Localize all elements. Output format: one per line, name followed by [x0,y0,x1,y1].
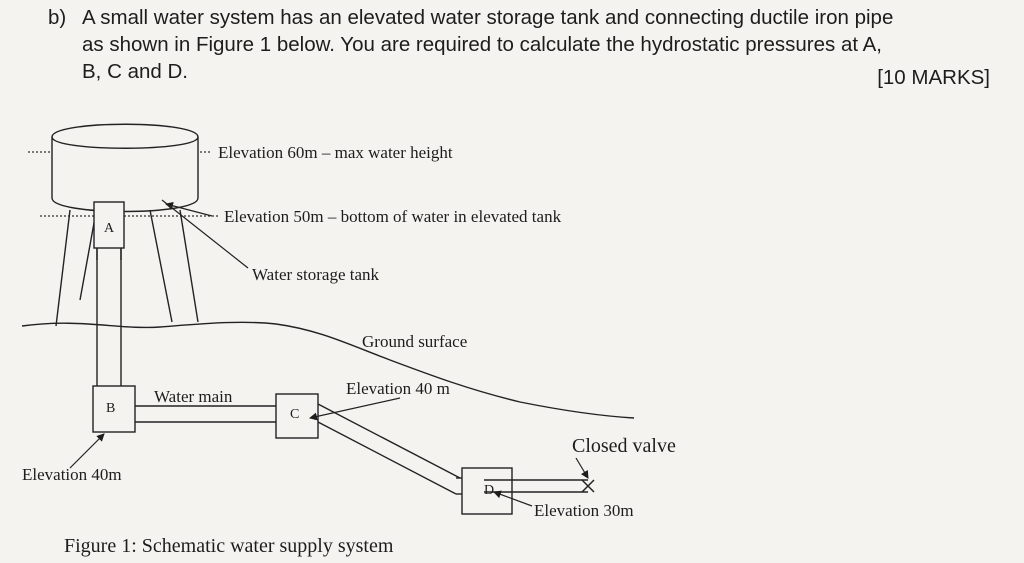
tank-pointer-line [161,199,249,269]
question-line-2: as shown in Figure 1 below. You are requ… [82,33,882,56]
point-b-label: B [106,401,115,416]
elevation-c-arrow [309,397,401,421]
figure-caption: Figure 1: Schematic water supply system [64,535,394,557]
bottom-water-arrow [165,201,213,217]
closed-valve-label: Closed valve [572,435,676,457]
elevation-b-arrow [69,433,105,469]
ground-surface-label: Ground surface [362,332,467,351]
elevation-d-arrow [493,490,533,507]
question-part-label: b) [48,6,67,29]
point-a-box [93,201,125,249]
point-d-box [461,467,513,515]
tank-support-legs [55,209,199,327]
closed-valve-icon [581,479,595,493]
elevation-d-label: Elevation 30m [534,501,634,520]
water-main-label: Water main [154,387,233,406]
water-main-pipe [135,405,276,423]
water-storage-tank [51,123,199,213]
marks-label: [10 MARKS] [877,66,990,89]
closed-valve-arrow [575,457,589,479]
elevation-b-label: Elevation 40m [22,465,122,484]
bottom-water-label: Elevation 50m – bottom of water in eleva… [224,207,562,226]
elevation-c-label: Elevation 40 m [346,379,450,398]
point-d-label: D [484,483,494,498]
point-b-box [92,385,136,433]
ground-surface-line [21,321,635,419]
sloped-pipe [317,403,461,495]
max-water-label: Elevation 60m – max water height [218,143,453,162]
point-a-label: A [104,221,115,236]
point-c-label: C [290,407,299,422]
question-line-3: B, C and D. [82,60,188,83]
tank-label: Water storage tank [252,265,380,284]
question-line-1: A small water system has an elevated wat… [82,6,894,29]
